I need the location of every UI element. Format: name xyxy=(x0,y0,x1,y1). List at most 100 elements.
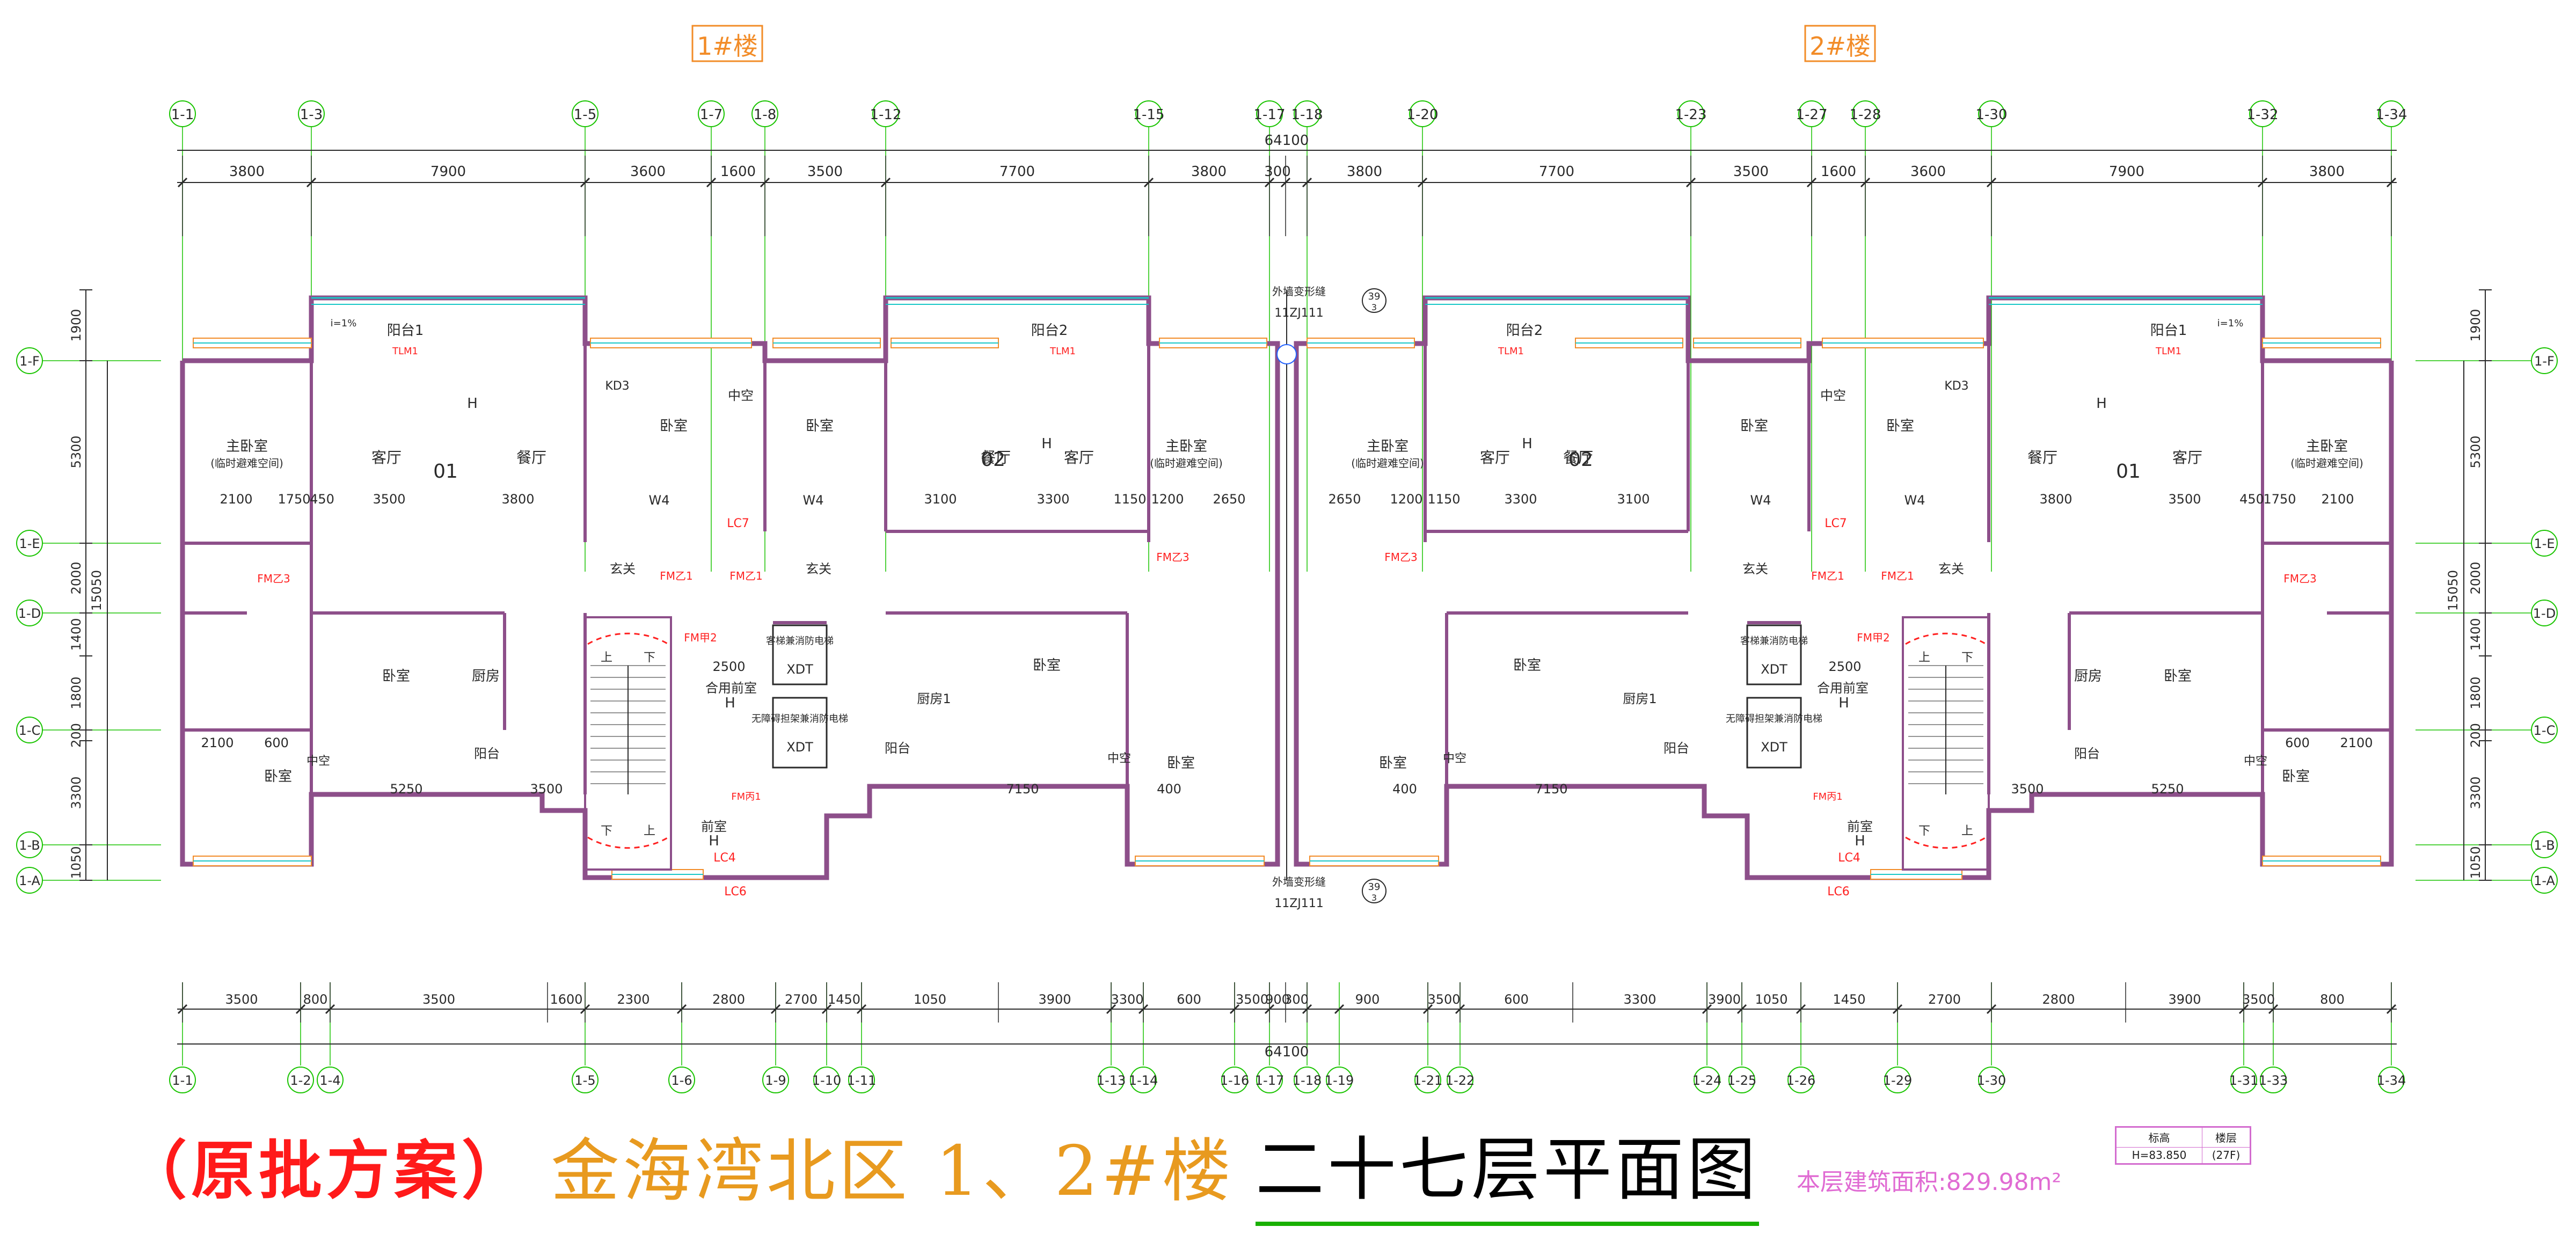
top-dim-value: 3800 xyxy=(1347,164,1382,180)
bottom-axis-bubble xyxy=(1221,1067,1248,1093)
interior-dim: 3500 xyxy=(530,782,563,797)
top-axis-label: 1-12 xyxy=(870,107,901,123)
bottom-dim-value: 2700 xyxy=(785,992,818,1007)
side-dim-value: 2000 xyxy=(2468,561,2483,594)
label-kd3-mirror: KD3 xyxy=(1944,379,1968,393)
interior-dim: 2100 xyxy=(220,492,252,507)
stair-core xyxy=(1902,616,1990,871)
label-bedroom-c: 卧室 xyxy=(382,668,410,684)
top-axis-bubble xyxy=(169,100,196,127)
label-fmz3-mirror: FM乙3 xyxy=(2283,572,2316,585)
top-dim-value: 3600 xyxy=(1910,164,1946,180)
label-refuge-2-mirror: (临时避难空间) xyxy=(1351,457,1424,470)
bottom-axis-label: 1-2 xyxy=(290,1073,311,1088)
top-slash xyxy=(1417,177,1428,188)
building-2-outline xyxy=(1294,295,2394,880)
label-fmz1-b-mirror: FM乙1 xyxy=(1811,569,1844,582)
label-fmz1-mirror: FM乙1 xyxy=(1881,569,1914,582)
top-axis-bubble xyxy=(572,100,599,127)
label-kitchen-mirror: 厨房 xyxy=(2074,668,2102,684)
top-axis-bubble xyxy=(751,100,778,127)
top-slash xyxy=(1860,177,1871,188)
label-tlm1-mirror: TLM1 xyxy=(2155,346,2181,357)
wall-note: 外墙变形缝 xyxy=(1272,285,1326,298)
label-lobby: 合用前室 xyxy=(705,681,757,696)
top-slash xyxy=(177,177,188,188)
label-void-2-mirror: 中空 xyxy=(2244,755,2267,768)
top-axis-label: 1-15 xyxy=(1133,107,1164,123)
elevator-2 xyxy=(772,697,828,769)
bottom-dim-value: 3500 xyxy=(2242,992,2275,1007)
bottom-axis-bubble xyxy=(762,1067,789,1093)
top-axis-bubble xyxy=(1978,100,2005,127)
stair-up-2: 上 xyxy=(644,824,655,838)
label-void: 中空 xyxy=(728,388,754,403)
side-axis-bubble xyxy=(2531,717,2558,743)
top-dim-value: 7900 xyxy=(430,164,466,180)
label-lc6: LC6 xyxy=(724,885,747,899)
label-h-2-mirror: H xyxy=(1522,436,1533,452)
top-axis-label: 1-23 xyxy=(1675,107,1706,123)
label-foyer-2-mirror: 玄关 xyxy=(1742,561,1768,576)
bottom-axis-label: 1-4 xyxy=(319,1073,340,1088)
bottom-dim-value: 900 xyxy=(1265,992,1290,1007)
label-elev2: 无障碍担架兼消防电梯 xyxy=(751,713,848,725)
label-lc4: LC4 xyxy=(713,851,736,865)
side-axis-bubble xyxy=(16,347,43,374)
label-bedroom-a: 卧室 xyxy=(660,418,688,434)
bottom-axis-label: 1-6 xyxy=(671,1073,692,1088)
interior-dim-mirror: 3500 xyxy=(2168,492,2201,507)
bottom-axis-bubble xyxy=(848,1067,875,1093)
stair-down-2: 下 xyxy=(1918,824,1930,838)
bottom-dim-value: 3900 xyxy=(1708,992,1741,1007)
bottom-axis-label: 1-30 xyxy=(1977,1073,2006,1088)
bottom-axis-label: 1-24 xyxy=(1692,1073,1721,1088)
label-dining-2-mirror: 餐厅 xyxy=(1563,449,1593,466)
top-dim-value: 300 xyxy=(1264,164,1291,180)
bottom-axis-bubble xyxy=(317,1067,344,1093)
label-void-3-mirror: 中空 xyxy=(1443,752,1466,765)
bottom-axis-bubble xyxy=(1130,1067,1157,1093)
callout-circle xyxy=(1362,288,1386,313)
label-h-3-mirror: H xyxy=(1838,695,1849,711)
label-h-4-mirror: H xyxy=(1855,833,1865,849)
label-w4-b-mirror: W4 xyxy=(1750,493,1771,508)
floor-area: 本层建筑面积:829.98m² xyxy=(1796,1169,2062,1196)
interior-dim: 600 xyxy=(264,735,289,750)
label-h-4: H xyxy=(709,833,719,849)
stair-core xyxy=(584,616,672,871)
label-balcony: 阳台 xyxy=(474,746,500,761)
interior-dim-mirror: 600 xyxy=(2285,735,2310,750)
bottom-dim-value: 600 xyxy=(1504,992,1529,1007)
walls xyxy=(180,288,2394,903)
bottom-axis-bubble xyxy=(813,1067,840,1093)
bottom-dim-value: 300 xyxy=(1284,992,1309,1007)
top-slash xyxy=(1685,177,1696,188)
interior-dim-mirror: 3500 xyxy=(2011,782,2044,797)
bottom-axis-bubble xyxy=(2378,1067,2405,1093)
bottom-axis-bubble xyxy=(1728,1067,1755,1093)
label-fmj2: FM甲2 xyxy=(684,631,717,644)
bottom-dim-value: 900 xyxy=(1355,992,1380,1007)
top-axis-bubble xyxy=(1852,100,1879,127)
stair-arc-bottom xyxy=(1905,836,1987,849)
side-dim-value: 1900 xyxy=(2468,309,2483,341)
bottom-axis-bubble xyxy=(1326,1067,1353,1093)
label-refuge-2: (临时避难空间) xyxy=(1150,457,1223,470)
bottom-axis-bubble xyxy=(1414,1067,1441,1093)
bottom-dim-value: 800 xyxy=(303,992,328,1007)
bottom-axis-label: 1-33 xyxy=(2259,1073,2288,1088)
label-bedroom-a-mirror: 卧室 xyxy=(1886,418,1914,434)
interior-dim: 2100 xyxy=(201,735,233,750)
side-axis-bubble xyxy=(16,600,43,626)
bottom-dim-value: 3500 xyxy=(422,992,455,1007)
top-slash xyxy=(2386,177,2397,188)
top-axis-label: 1-7 xyxy=(700,107,723,123)
bottom-axis-bubble xyxy=(1294,1067,1320,1093)
label-fmz1: FM乙1 xyxy=(660,569,692,582)
side-axis-label: 1-E xyxy=(2534,536,2555,551)
bottom-axis-bubble xyxy=(1694,1067,1720,1093)
top-axis-bubble xyxy=(1677,100,1704,127)
side-dim-value: 1900 xyxy=(69,309,84,341)
label-lc4-mirror: LC4 xyxy=(1838,851,1860,865)
